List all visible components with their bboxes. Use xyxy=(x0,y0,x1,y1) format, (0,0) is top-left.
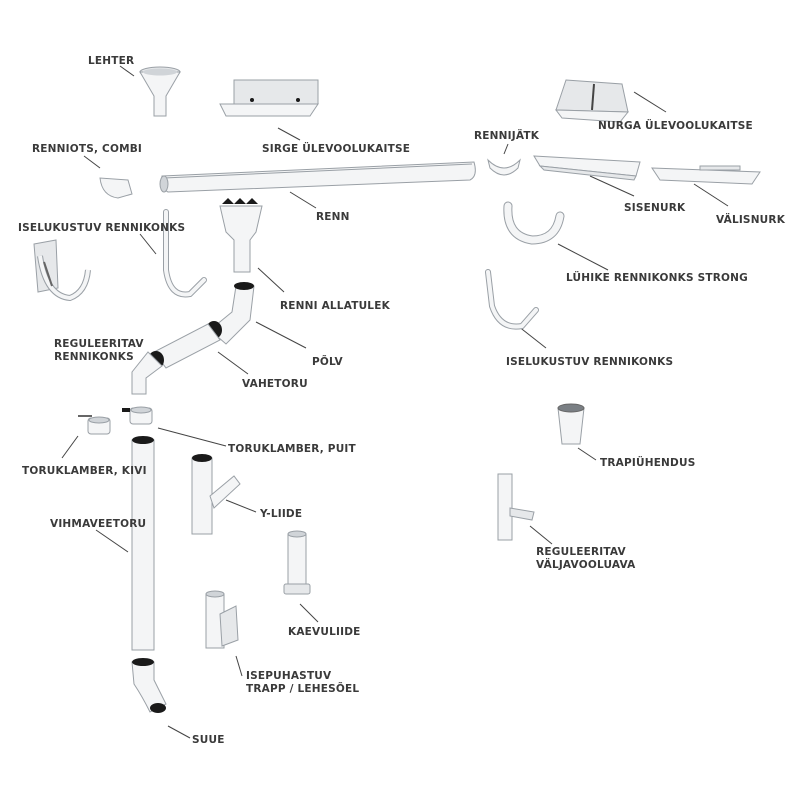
hook-icon xyxy=(163,209,207,298)
straight-overflow-guard-icon xyxy=(219,79,319,117)
label-trapiuhendus: TRAPIÜHENDUS xyxy=(600,457,696,469)
label-vahetoru: VAHETORU xyxy=(242,378,308,390)
shoe-icon xyxy=(131,658,167,713)
elbow-lower-icon xyxy=(131,351,163,395)
gutter-icon xyxy=(159,161,476,193)
corner-overflow-guard-icon xyxy=(554,79,630,123)
label-isepuhastuv-line2: TRAPP / LEHESÕEL xyxy=(246,683,360,695)
label-reguleeritav-valjavooluava-line2: VÄLJAVOOLUAVA xyxy=(536,559,636,571)
clamp-icon xyxy=(122,406,153,425)
self-cleaning-trap-icon xyxy=(205,590,239,649)
adjustable-outlet-icon xyxy=(497,473,535,541)
gutter-joint-icon xyxy=(487,158,521,176)
leader-lines xyxy=(61,65,729,739)
outside-corner-icon xyxy=(651,165,761,185)
outlet-icon xyxy=(219,198,263,273)
label-reguleeritav-valjavooluava: REGULEERITAV VÄLJAVOOLUAVA xyxy=(536,546,636,572)
label-polv: PÕLV xyxy=(312,356,343,368)
label-renn: RENN xyxy=(316,211,350,223)
label-reguleeritav-rennikonks-line1: REGULEERITAV xyxy=(54,338,144,350)
label-reguleeritav-rennikonks-line2: RENNIKONKS xyxy=(54,351,134,363)
label-iselukustuv-rennikonks-right: ISELUKUSTUV RENNIKONKS xyxy=(506,356,674,368)
label-luhike-rennikonks-strong: LÜHIKE RENNIKONKS STRONG xyxy=(566,272,748,284)
label-vihmaveetoru: VIHMAVEETORU xyxy=(50,518,147,530)
label-y-liide: Y-LIIDE xyxy=(260,508,303,520)
label-toruklamber-puit: TORUKLAMBER, PUIT xyxy=(228,443,356,455)
well-connector-icon xyxy=(283,530,311,595)
label-renni-allatulek: RENNI ALLATULEK xyxy=(280,300,390,312)
label-sirge-ulevoolukaitse: SIRGE ÜLEVOOLUKAITSE xyxy=(262,143,411,155)
end-cap-icon xyxy=(99,177,133,199)
label-iselukustuv-rennikonks-left: ISELUKUSTUV RENNIKONKS xyxy=(18,222,186,234)
label-rennijatk: RENNIJÄTK xyxy=(474,130,540,142)
label-renniots-combi: RENNIOTS, COMBI xyxy=(32,143,143,155)
adjustable-hook-icon xyxy=(33,239,91,302)
short-hook-strong-icon xyxy=(503,201,565,245)
inside-corner-icon xyxy=(533,155,641,181)
label-kaevuliide: KAEVULIIDE xyxy=(288,626,361,638)
label-valisnurk: VÄLISNURK xyxy=(716,214,786,226)
funnel-icon xyxy=(139,66,181,117)
pipe-icon xyxy=(131,436,155,651)
label-nurga-ulevoolukaitse: NURGA ÜLEVOOLUKAITSE xyxy=(598,120,753,132)
trap-connector-icon xyxy=(557,403,585,445)
label-toruklamber-kivi: TORUKLAMBER, KIVI xyxy=(22,465,147,477)
label-isepuhastuv-line1: ISEPUHASTUV xyxy=(246,670,332,682)
label-reguleeritav-valjavooluava-line1: REGULEERITAV xyxy=(536,546,626,558)
label-reguleeritav-rennikonks: REGULEERITAV RENNIKONKS xyxy=(54,338,144,364)
stone-clamp-icon xyxy=(78,415,111,435)
label-isepuhastuv-trapp: ISEPUHASTUV TRAPP / LEHESÕEL xyxy=(246,670,359,696)
label-sisenurk: SISENURK xyxy=(624,202,686,214)
self-locking-hook-icon xyxy=(485,269,539,330)
y-branch-icon xyxy=(191,454,241,535)
label-lehter: LEHTER xyxy=(88,55,135,67)
label-suue: SUUE xyxy=(192,734,225,746)
